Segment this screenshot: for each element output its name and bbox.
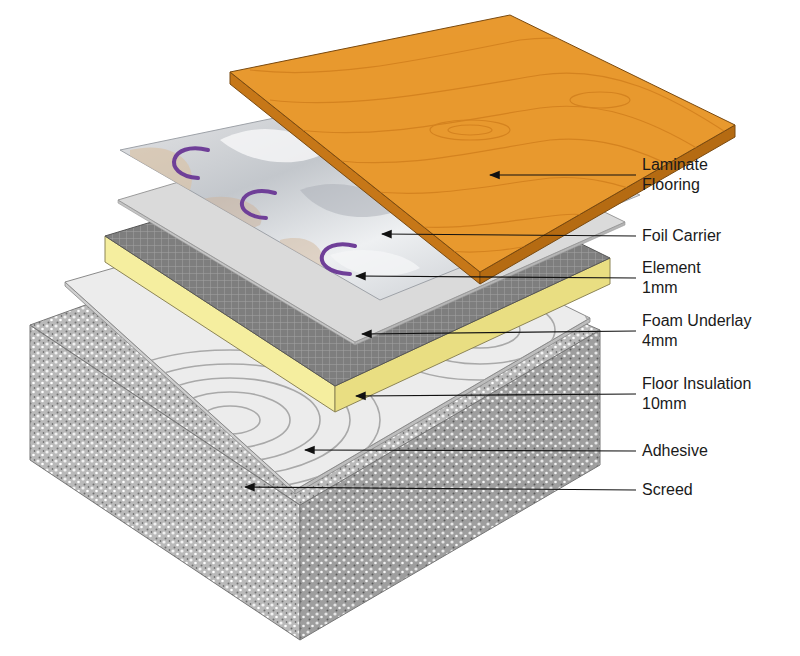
foil-blotch — [200, 197, 262, 229]
foil-blotch — [130, 147, 192, 193]
trowel-mark — [140, 378, 320, 462]
leader-line — [490, 174, 636, 175]
grain-line — [400, 214, 625, 227]
leader-line — [305, 450, 636, 451]
heating-element — [242, 191, 275, 218]
grain-line — [440, 240, 560, 252]
callout-label: Foam Underlay 4mm — [642, 311, 772, 351]
leader-line — [356, 276, 636, 278]
grain-line — [360, 177, 650, 195]
heating-element — [174, 148, 208, 178]
grain-line — [270, 73, 730, 135]
leader-line — [356, 394, 636, 396]
foil-blotch — [280, 238, 323, 271]
callout-label: Foil Carrier — [642, 226, 792, 246]
leader-line — [245, 487, 636, 490]
grain-line — [330, 139, 680, 170]
callout-label: Adhesive — [642, 441, 792, 461]
trowel-mark — [170, 392, 290, 448]
callout-label: Floor Insulation 10mm — [642, 374, 782, 414]
leader-line — [362, 331, 636, 334]
callout-label: Laminate Flooring — [642, 155, 742, 195]
callout-label: Screed — [642, 480, 792, 500]
grain-line — [250, 38, 720, 110]
grain-knot — [448, 125, 492, 135]
callout-label: Element 1mm — [642, 258, 722, 298]
grain-line — [300, 106, 700, 150]
leader-line — [382, 234, 636, 236]
grain-knot — [430, 120, 510, 140]
heating-element — [322, 244, 355, 274]
leader-lines — [245, 175, 636, 490]
wood-grain — [250, 38, 730, 252]
grain-knot — [570, 92, 630, 108]
trowel-mark — [200, 406, 260, 434]
